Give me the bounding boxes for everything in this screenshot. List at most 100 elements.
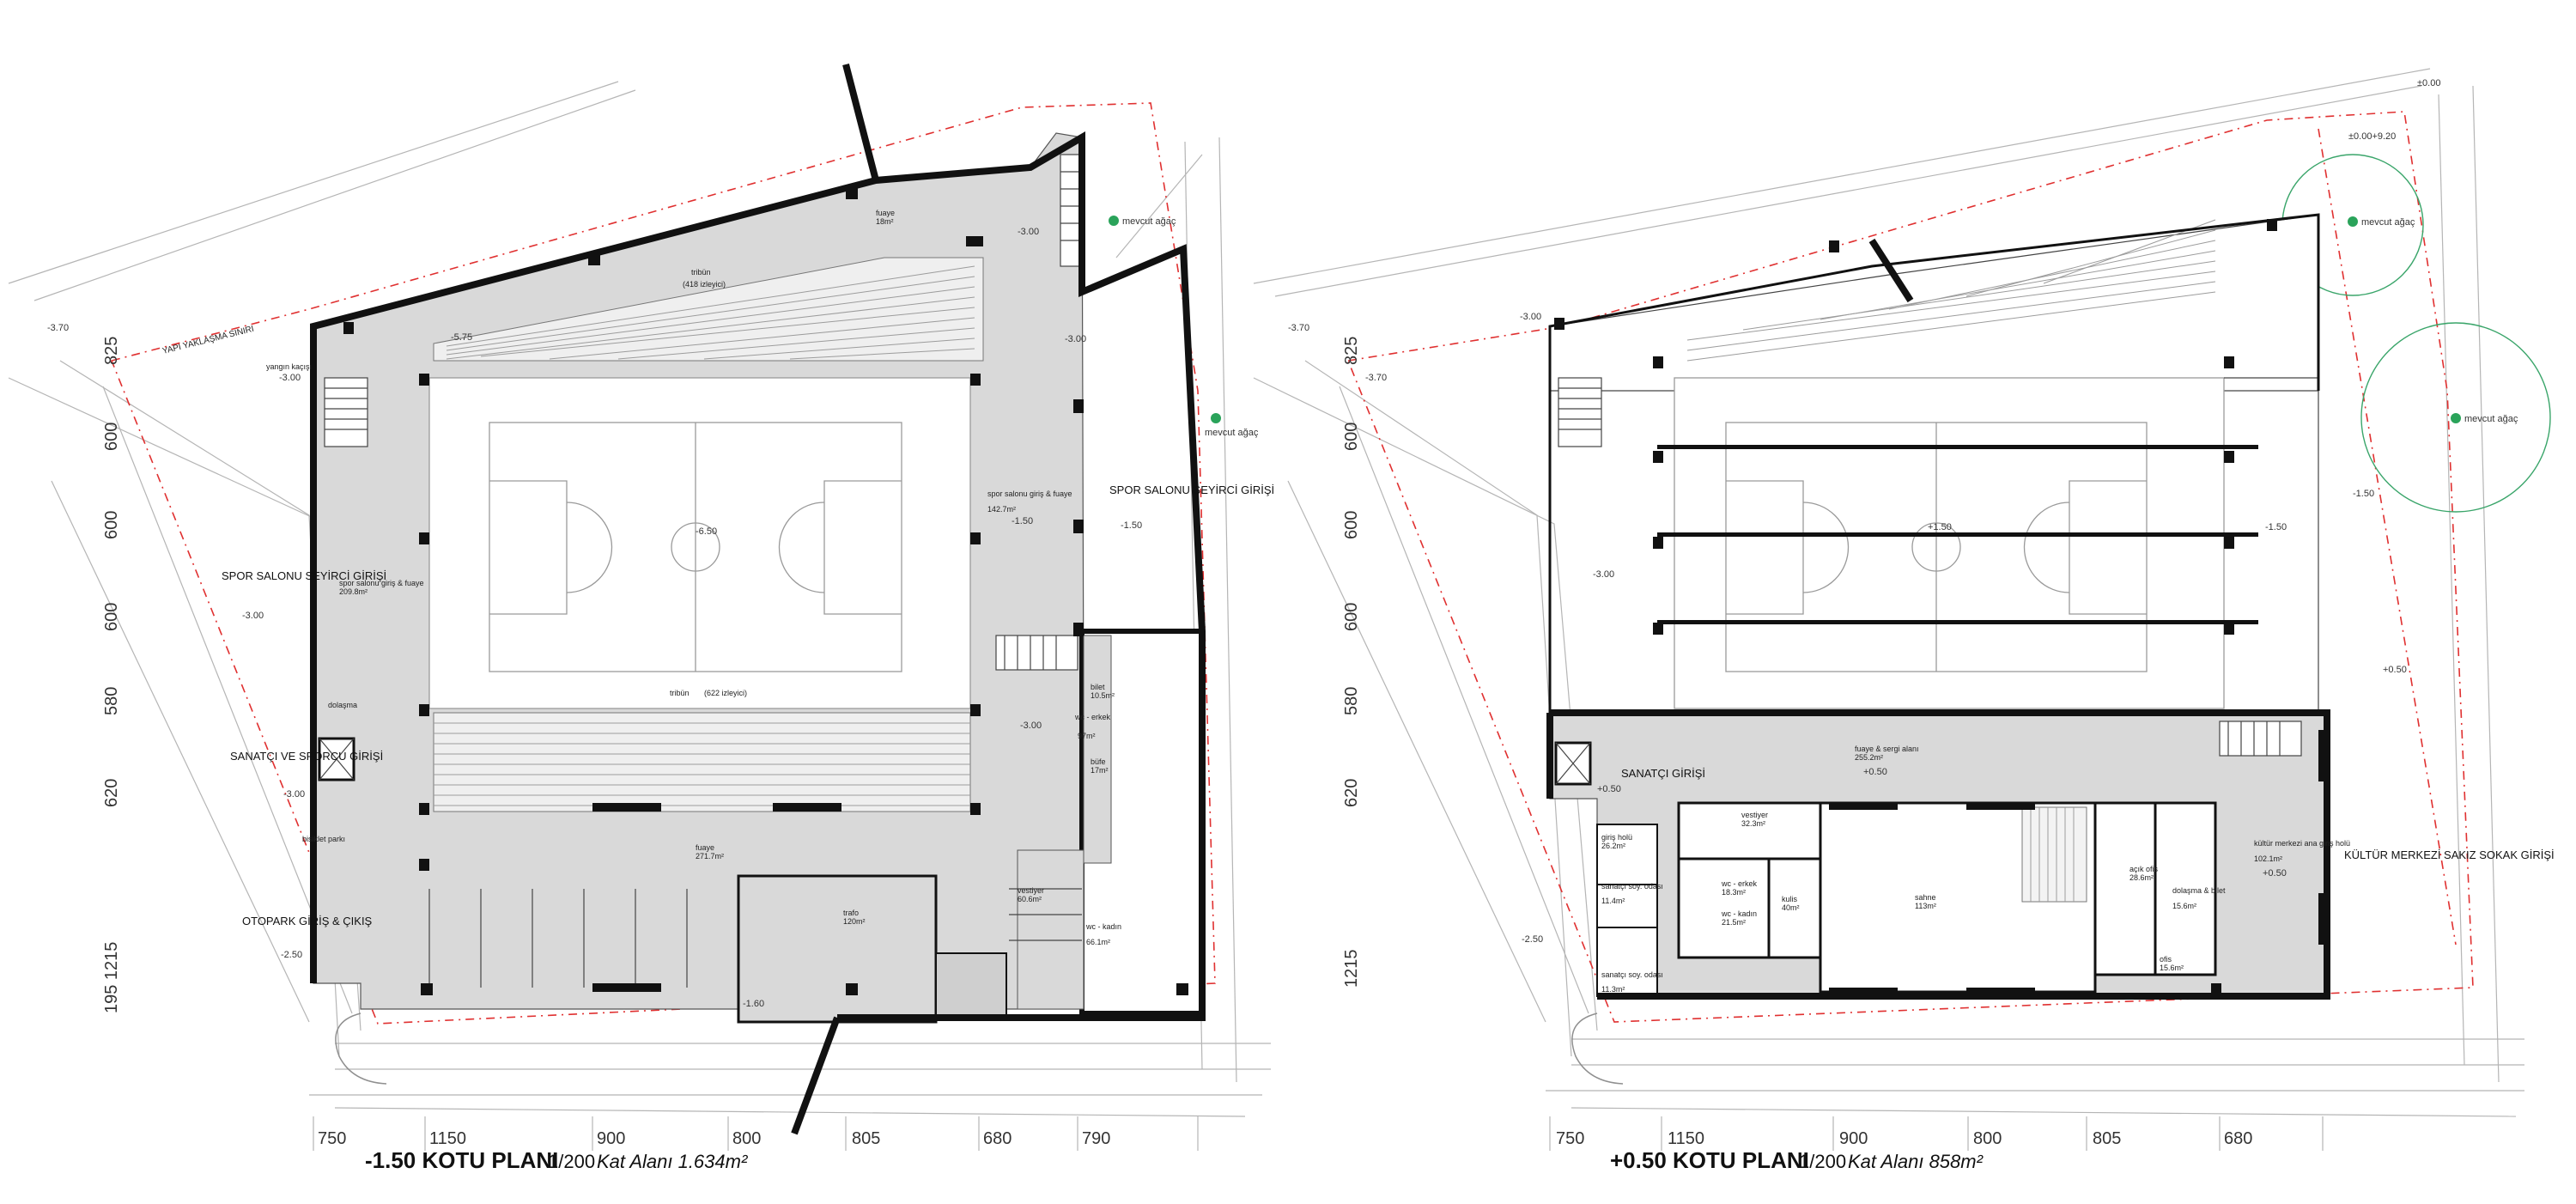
svg-text:-3.70: -3.70 — [1288, 323, 1309, 333]
dims-bottom-right: 750 1150 900 800 805 680 — [1549, 1116, 2324, 1151]
roof-beams-right — [1657, 445, 2258, 624]
svg-text:OTOPARK GİRİŞ & ÇIKIŞ: OTOPARK GİRİŞ & ÇIKIŞ — [242, 915, 373, 927]
svg-text:SPOR SALONU SEYİRCİ GİRİŞİ: SPOR SALONU SEYİRCİ GİRİŞİ — [1109, 483, 1274, 496]
svg-text:680: 680 — [983, 1129, 1012, 1148]
svg-text:1/200: 1/200 — [1799, 1151, 1846, 1172]
svg-text:kulis: kulis — [1782, 895, 1798, 903]
svg-text:-3.00: -3.00 — [1018, 227, 1039, 237]
svg-text:580: 580 — [102, 687, 121, 715]
svg-text:+0.50 KOTU PLANI: +0.50 KOTU PLANI — [1610, 1147, 1809, 1173]
svg-text:-1.50 KOTU PLANI: -1.50 KOTU PLANI — [365, 1147, 558, 1173]
stage-seats — [2030, 807, 2075, 902]
svg-text:fuaye: fuaye — [876, 209, 895, 217]
svg-text:805: 805 — [2093, 1129, 2121, 1148]
svg-text:102.1m²: 102.1m² — [2254, 854, 2282, 863]
svg-text:Kat Alanı 1.634m²: Kat Alanı 1.634m² — [597, 1151, 748, 1172]
svg-text:255.2m²: 255.2m² — [1855, 753, 1883, 762]
svg-text:26.2m²: 26.2m² — [1601, 842, 1625, 850]
svg-text:-6.50: -6.50 — [696, 526, 717, 537]
svg-text:15.6m²: 15.6m² — [2172, 902, 2196, 910]
tribune-upper-right — [1686, 219, 2216, 362]
svg-text:wc - kadın: wc - kadın — [1085, 922, 1121, 931]
svg-text:60.6m²: 60.6m² — [1018, 895, 1042, 903]
svg-text:18.3m²: 18.3m² — [1722, 888, 1746, 897]
plan-left: YAPI YAKLAŞMA SINIRI — [8, 63, 1274, 1173]
svg-text:97m²: 97m² — [1078, 732, 1096, 740]
svg-text:spor salonu giriş & fuaye: spor salonu giriş & fuaye — [987, 490, 1072, 498]
svg-text:+1.50: +1.50 — [1928, 522, 1952, 532]
tribune-lower-left — [433, 712, 971, 812]
tree-label: mevcut ağaç — [1122, 216, 1176, 227]
svg-text:620: 620 — [102, 779, 121, 807]
svg-text:10.5m²: 10.5m² — [1091, 691, 1115, 700]
svg-text:750: 750 — [318, 1129, 346, 1148]
svg-text:wc - kadın: wc - kadın — [1721, 909, 1757, 918]
svg-text:vestiyer: vestiyer — [1741, 811, 1768, 819]
plan-title-right: +0.50 KOTU PLANI 1/200 Kat Alanı 858m² — [1610, 1147, 1984, 1173]
svg-text:SPOR SALONU SEYİRCİ GİRİŞİ: SPOR SALONU SEYİRCİ GİRİŞİ — [222, 569, 386, 582]
svg-text:600: 600 — [102, 603, 121, 631]
svg-text:680: 680 — [2224, 1129, 2252, 1148]
svg-text:büfe: büfe — [1091, 757, 1106, 766]
svg-text:15.6m²: 15.6m² — [2160, 964, 2184, 972]
entries-right: SANATÇI GİRİŞİ KÜLTÜR MERKEZİ SAKIZ SOKA… — [1621, 767, 2555, 861]
svg-text:açık ofis: açık ofis — [2129, 865, 2159, 873]
svg-text:-3.00: -3.00 — [1065, 334, 1086, 344]
svg-text:750: 750 — [1556, 1129, 1584, 1148]
svg-text:KÜLTÜR MERKEZİ SAKIZ SOKAK GİR: KÜLTÜR MERKEZİ SAKIZ SOKAK GİRİŞİ — [2344, 848, 2555, 861]
svg-text:195 1215: 195 1215 — [102, 942, 121, 1013]
svg-text:120m²: 120m² — [843, 917, 866, 926]
sport-court-left — [428, 377, 971, 709]
columns-left — [343, 187, 1188, 995]
svg-text:-3.00: -3.00 — [1593, 569, 1614, 580]
svg-text:1215: 1215 — [1342, 950, 1361, 988]
svg-text:11.3m²: 11.3m² — [1601, 985, 1625, 994]
svg-text:SANATÇI GİRİŞİ: SANATÇI GİRİŞİ — [1621, 767, 1705, 780]
plan-title-left: -1.50 KOTU PLANI 1/200 Kat Alanı 1.634m² — [365, 1147, 748, 1173]
dims-side-left: 825 600 600 600 580 620 195 1215 — [102, 337, 121, 1013]
svg-text:giriş holü: giriş holü — [1601, 833, 1632, 842]
svg-text:spor salonu giriş & fuaye: spor salonu giriş & fuaye — [339, 579, 424, 587]
svg-text:-3.00: -3.00 — [1020, 721, 1042, 731]
svg-text:805: 805 — [852, 1129, 880, 1148]
svg-text:ofis: ofis — [2160, 955, 2172, 964]
trafo-room — [737, 874, 938, 1024]
setback-line-left — [110, 102, 1216, 1025]
svg-text:-1.60: -1.60 — [743, 999, 764, 1009]
svg-text:600: 600 — [1342, 423, 1361, 451]
outer-wall-right — [1548, 213, 2320, 799]
svg-text:271.7m²: 271.7m² — [696, 852, 724, 860]
svg-text:142.7m²: 142.7m² — [987, 505, 1016, 514]
svg-text:600: 600 — [102, 511, 121, 539]
svg-text:fuaye: fuaye — [696, 843, 714, 852]
dims-side-right: 825 600 600 600 580 620 1215 — [1342, 337, 1361, 988]
svg-text:tribün: tribün — [691, 268, 711, 277]
svg-text:wc - erkek: wc - erkek — [1074, 713, 1111, 721]
tree-canopy — [2360, 322, 2551, 513]
svg-text:1/200: 1/200 — [548, 1151, 595, 1172]
svg-text:1150: 1150 — [1668, 1129, 1704, 1148]
svg-text:Kat Alanı 858m²: Kat Alanı 858m² — [1848, 1151, 1984, 1172]
svg-text:-3.00: -3.00 — [283, 789, 305, 800]
svg-text:(418 izleyici): (418 izleyici) — [683, 280, 726, 289]
svg-text:800: 800 — [1973, 1129, 2002, 1148]
svg-text:SANATÇI VE SPORCU GİRİŞİ: SANATÇI VE SPORCU GİRİŞİ — [230, 750, 383, 763]
sport-court-right — [1674, 377, 2225, 709]
svg-text:trafo: trafo — [843, 909, 859, 917]
svg-text:yangın kaçışı: yangın kaçışı — [266, 362, 312, 371]
svg-text:-3.70: -3.70 — [47, 323, 69, 333]
svg-text:18m²: 18m² — [876, 217, 894, 226]
svg-text:+0.50: +0.50 — [1597, 784, 1621, 794]
svg-text:66.1m²: 66.1m² — [1086, 938, 1110, 946]
svg-text:±0.00: ±0.00 — [2417, 78, 2440, 88]
svg-text:-1.50: -1.50 — [1121, 520, 1142, 531]
entries-left: SPOR SALONU SEYİRCİ GİRİŞİ SPOR SALONU S… — [222, 483, 1274, 927]
svg-text:600: 600 — [102, 423, 121, 451]
svg-text:40m²: 40m² — [1782, 903, 1800, 912]
tree-label: mevcut ağaç — [1205, 428, 1259, 438]
svg-text:fuaye & sergi alanı: fuaye & sergi alanı — [1855, 745, 1919, 753]
staircases-right — [1558, 377, 2302, 757]
